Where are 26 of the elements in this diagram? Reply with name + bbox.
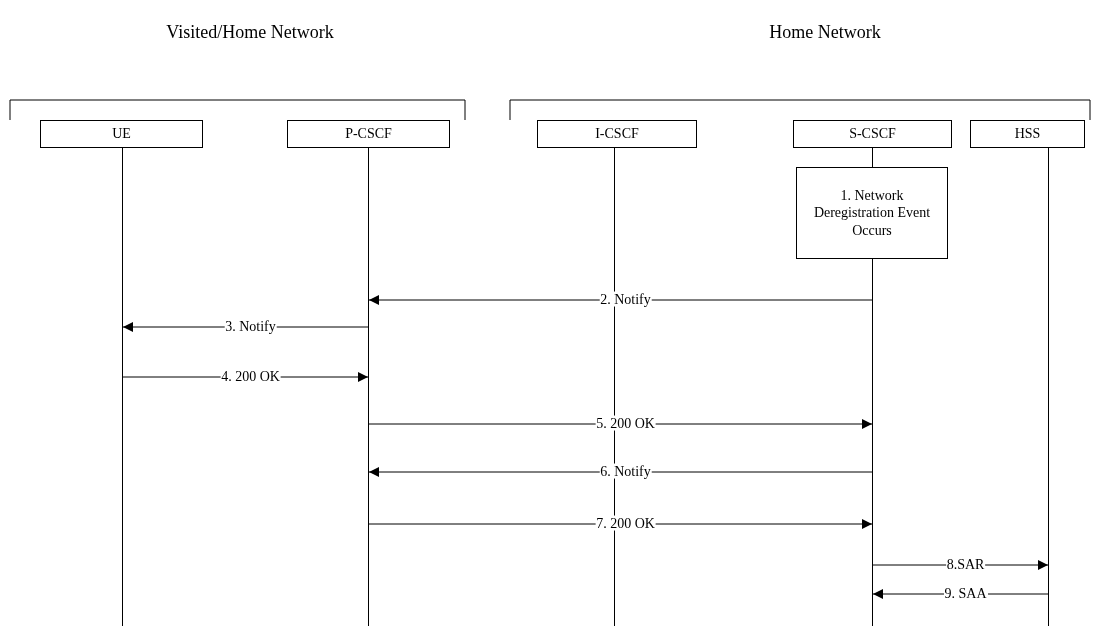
network-title: Home Network bbox=[769, 22, 881, 43]
entity-box: HSS bbox=[970, 120, 1085, 148]
edge-label: 6. Notify bbox=[599, 463, 652, 479]
lifeline bbox=[368, 148, 369, 626]
edge-label: 4. 200 OK bbox=[220, 368, 281, 384]
entity-box: P-CSCF bbox=[287, 120, 450, 148]
lifeline-segment bbox=[872, 147, 873, 168]
message-arrow bbox=[368, 295, 873, 305]
lifeline bbox=[122, 148, 123, 626]
edge-label: 2. Notify bbox=[599, 291, 652, 307]
message-arrow bbox=[368, 419, 873, 429]
edge-label: 5. 200 OK bbox=[595, 415, 656, 431]
message-arrow bbox=[368, 519, 873, 529]
edge-label: 9. SAA bbox=[943, 585, 988, 601]
entity-box: I-CSCF bbox=[537, 120, 697, 148]
network-title: Visited/Home Network bbox=[166, 22, 334, 43]
lifeline bbox=[872, 259, 873, 626]
event-box: 1. Network Deregistration Event Occurs bbox=[796, 167, 948, 259]
edge-label: 3. Notify bbox=[224, 318, 277, 334]
message-arrow bbox=[368, 467, 873, 477]
lifeline bbox=[1048, 148, 1049, 626]
edge-label: 7. 200 OK bbox=[595, 515, 656, 531]
edge-label: 8.SAR bbox=[945, 556, 986, 572]
entity-box: UE bbox=[40, 120, 203, 148]
lifeline bbox=[614, 148, 615, 626]
entity-box: S-CSCF bbox=[793, 120, 952, 148]
